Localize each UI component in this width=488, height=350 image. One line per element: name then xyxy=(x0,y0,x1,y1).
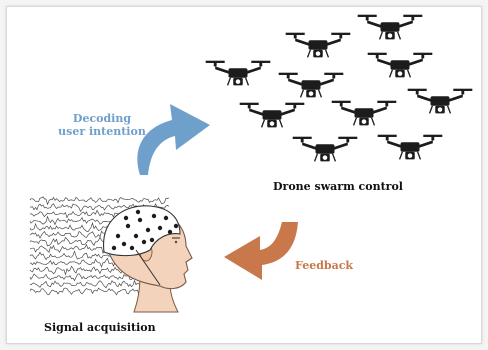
drone-icon xyxy=(205,60,271,87)
decoding-label-line-1: Decoding xyxy=(72,112,132,125)
electrode-icon xyxy=(137,217,143,223)
electrode-icon xyxy=(157,225,163,231)
electrode-icon xyxy=(167,229,173,235)
electrode-icon xyxy=(173,223,179,229)
drone-icon xyxy=(331,100,397,127)
eeg-cap-head xyxy=(103,205,193,313)
drone-icon xyxy=(407,88,473,115)
electrode-icon xyxy=(115,233,121,239)
drone-icon xyxy=(357,14,423,41)
electrode-icon xyxy=(145,227,151,233)
electrode-icon xyxy=(121,241,127,247)
electrode-icon xyxy=(133,233,139,239)
feedback-arrow xyxy=(224,222,298,280)
decoding-label-line-2: user intention xyxy=(58,124,146,138)
drone-swarm xyxy=(205,14,473,163)
swarm-label: Drone swarm control xyxy=(273,180,403,193)
electrode-icon xyxy=(141,239,147,245)
electrode-icon xyxy=(151,213,157,219)
drone-icon xyxy=(377,134,443,161)
electrode-icon xyxy=(123,215,129,221)
electrode-icon xyxy=(111,245,117,251)
signal-acquisition-label: Signal acquisition xyxy=(44,321,156,334)
electrode-icon xyxy=(163,215,169,221)
electrode-icon xyxy=(125,223,131,229)
electrode-icon xyxy=(149,237,155,243)
drone-icon xyxy=(367,52,433,79)
drone-icon xyxy=(285,32,351,59)
electrode-icon xyxy=(129,245,135,251)
drone-icon xyxy=(239,102,305,129)
decode-arrow xyxy=(137,104,210,175)
drone-icon xyxy=(292,136,358,163)
decoding-label: Decoding user intention xyxy=(52,112,152,138)
electrode-icon xyxy=(135,209,141,215)
feedback-label: Feedback xyxy=(295,259,354,272)
drone-icon xyxy=(278,72,344,99)
eeg-trace xyxy=(29,196,170,206)
